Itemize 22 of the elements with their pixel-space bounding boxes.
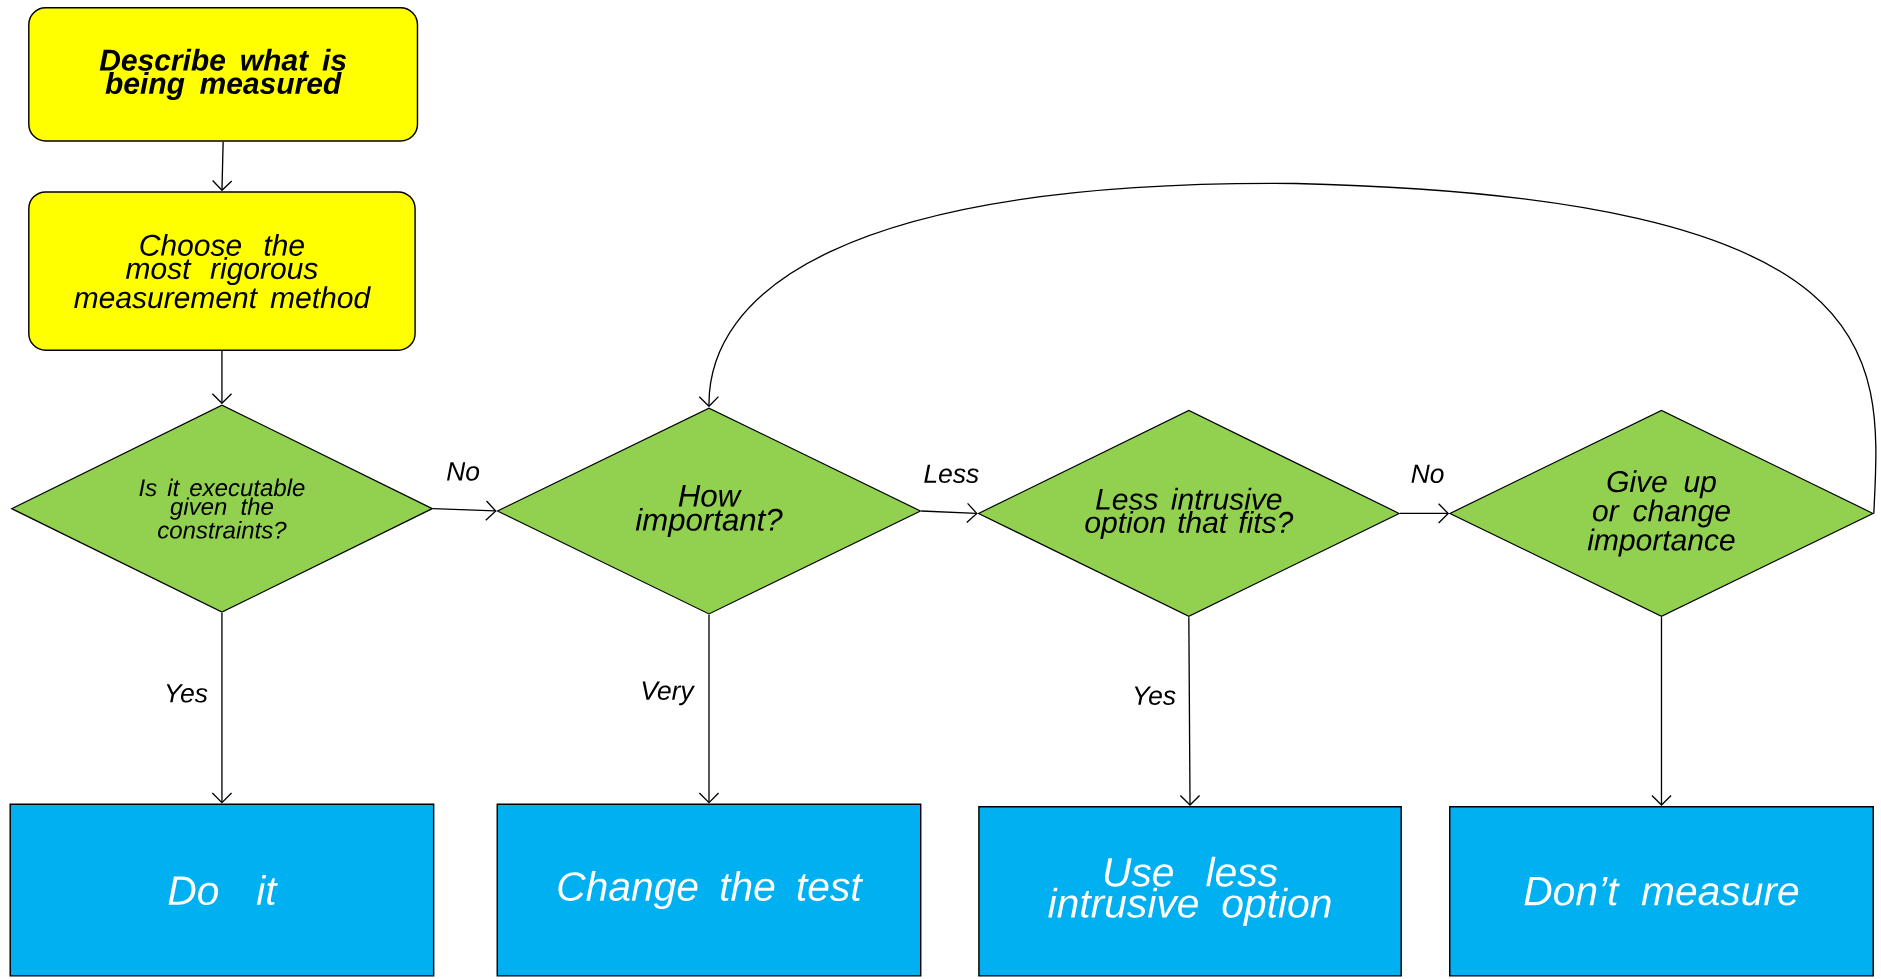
- edge-label: Yes: [1134, 686, 1176, 706]
- outcome-box: Change the test: [496, 803, 922, 977]
- edge-label: Very: [642, 681, 695, 706]
- arrow: [211, 612, 233, 804]
- process-box: Choose the most rigorous measurement method: [28, 191, 416, 352]
- edge-label: No: [1411, 464, 1444, 484]
- outcome-box: Use less intrusive option: [978, 806, 1402, 977]
- arrow: [1179, 616, 1201, 807]
- arrow: [1399, 503, 1450, 524]
- arrow: [211, 350, 233, 405]
- arrow: [211, 141, 233, 192]
- edge-label: No: [447, 462, 480, 481]
- edge-label: Less: [924, 464, 979, 484]
- arrow: [1651, 616, 1672, 807]
- outcome-box: Don’t measure: [1449, 806, 1874, 977]
- process-box: Describe what is being measured: [28, 7, 419, 142]
- arrow: [920, 502, 978, 524]
- arrow: [432, 500, 497, 521]
- outcome-box: Do it: [9, 803, 435, 977]
- edge-label: Yes: [166, 684, 208, 703]
- arrow: [698, 614, 720, 804]
- arrow: [698, 182, 1877, 515]
